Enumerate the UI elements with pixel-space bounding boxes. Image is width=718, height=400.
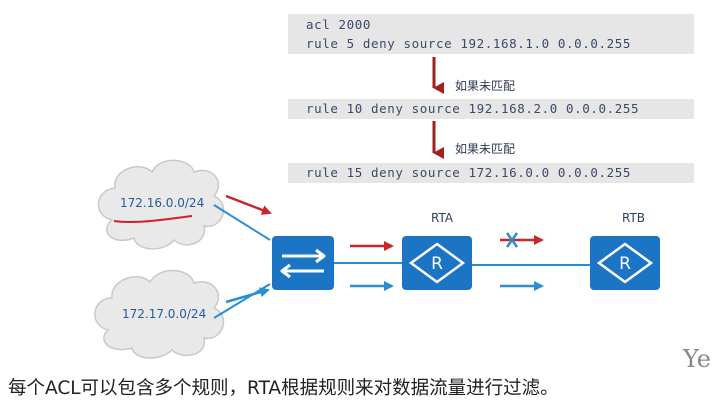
acl-rule-10-line: rule 10 deny source 192.168.2.0 0.0.0.25… [288,99,694,119]
acl-header-line: acl 2000 [306,17,372,32]
router-rta-label: RTA [431,211,454,225]
blocked-x-icon [505,232,519,248]
link-cloud2-switch [213,283,271,319]
slide-caption: 每个ACL可以包含多个规则，RTA根据规则来对数据流量进行过滤。 [8,378,559,399]
acl-rule-5-line: rule 5 deny source 192.168.1.0 0.0.0.255 [306,36,632,51]
traffic-arrow-cloud1 [225,194,272,215]
cloud-172-17 [94,269,225,359]
link-cloud1-switch [213,204,271,241]
router-rtb-letter: R [619,254,631,274]
router-rta-icon: R [402,236,472,290]
cloud2-subnet-label: 172.17.0.0/24 [122,307,207,321]
switch-icon [272,236,334,290]
cloud1-subnet-label: 172.16.0.0/24 [120,196,205,210]
no-match-label-1: 如果未匹配 [455,79,516,93]
router-rtb-label: RTB [622,211,646,225]
red-underline-annotation [113,215,193,224]
router-rta-letter: R [431,254,443,274]
acl-rule-15-line: rule 15 deny source 172.16.0.0 0.0.0.255 [288,163,694,183]
router-rtb-icon: R [590,236,660,290]
traffic-arrow-cloud2 [225,287,270,304]
acl-code-block-1: acl 2000 rule 5 deny source 192.168.1.0 … [288,14,694,54]
watermark-text: Ye [683,345,711,373]
no-match-label-2: 如果未匹配 [455,142,516,156]
cloud-172-16 [97,159,225,250]
